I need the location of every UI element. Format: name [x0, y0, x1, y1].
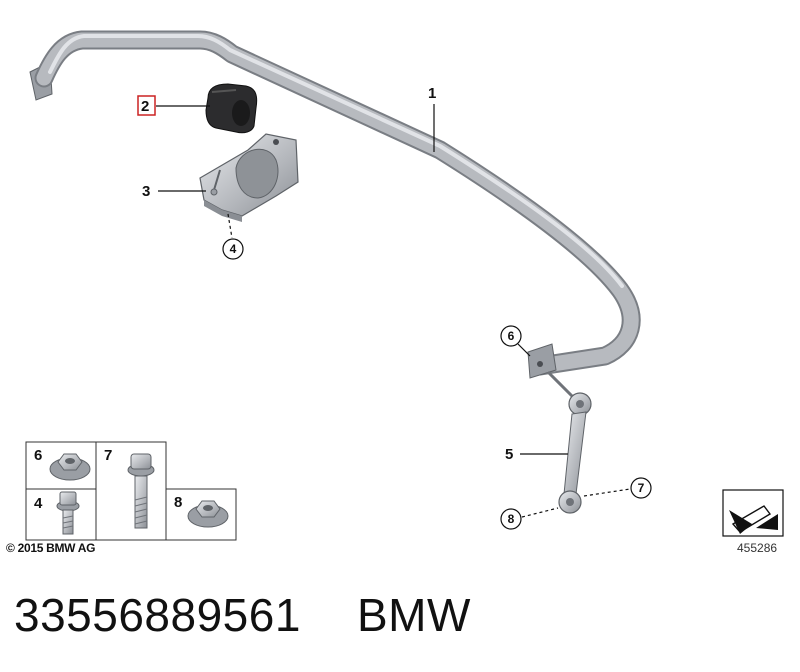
part-number: 33556889561 — [14, 589, 301, 641]
bracket — [199, 133, 299, 222]
legend-num-8: 8 — [174, 494, 182, 511]
hardware-legend: 6 7 4 — [25, 441, 237, 541]
reference-number: 455286 — [737, 541, 778, 555]
legend-cell-6: 6 — [34, 447, 91, 481]
coupling-link — [546, 370, 592, 514]
callout-4-label: 4 — [230, 242, 237, 256]
stabilizer-bar — [29, 30, 641, 379]
callout-8: 8 — [500, 507, 559, 530]
legend-cell-7: 7 — [104, 447, 155, 529]
callout-5-label: 5 — [505, 446, 513, 463]
legend-num-7: 7 — [104, 447, 112, 464]
callout-7: 7 — [583, 477, 652, 499]
callout-8-label: 8 — [508, 512, 515, 526]
callout-6-label: 6 — [508, 329, 515, 343]
bar-outline — [34, 30, 641, 376]
legend-cell-4: 4 — [34, 491, 80, 535]
callout-3: 3 — [142, 183, 206, 200]
callout-1-label: 1 — [428, 85, 436, 102]
short-bolt-icon — [56, 491, 80, 535]
callout-7-label: 7 — [638, 481, 645, 495]
rubber-bushing — [205, 83, 258, 134]
callout-6-top: 6 — [500, 325, 531, 357]
legend-cell-8: 8 — [174, 494, 229, 528]
reference-symbol — [722, 489, 784, 537]
callout-5: 5 — [505, 446, 568, 463]
callout-2-label: 2 — [141, 98, 149, 115]
bar-right-tab — [527, 343, 557, 379]
callout-4: 4 — [222, 213, 244, 260]
arrow-icon — [729, 505, 778, 534]
callout-2: 2 — [137, 95, 210, 116]
callout-1: 1 — [428, 85, 436, 152]
legend-num-4: 4 — [34, 495, 43, 512]
legend-num-6: 6 — [34, 447, 42, 464]
bar-highlight — [48, 34, 624, 288]
long-bolt-icon — [127, 453, 155, 529]
callout-3-label: 3 — [142, 183, 150, 200]
brand-name: BMW — [357, 589, 471, 641]
flange-nut-icon — [187, 500, 229, 528]
highlight-box — [137, 95, 156, 116]
copyright-notice: © 2015 BMW AG — [6, 541, 96, 555]
bar-body — [36, 32, 639, 374]
flange-nut-icon — [49, 453, 91, 481]
bar-right-tab-hole — [537, 361, 543, 367]
